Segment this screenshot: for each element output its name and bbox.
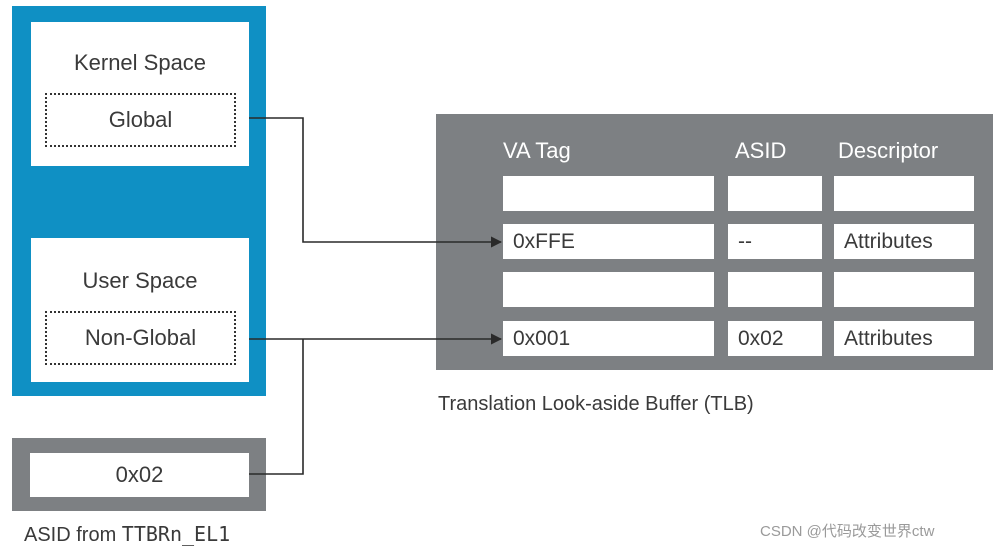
tlb-row-3-descriptor: Attributes [834, 321, 974, 356]
asid-register-value-box: 0x02 [30, 453, 249, 497]
tlb-header-va-tag: VA Tag [503, 138, 571, 163]
tlb-row-0-va-tag [503, 176, 714, 211]
asid-caption-register: TTBRn_EL1 [121, 522, 231, 546]
tlb-header-asid: ASID [735, 138, 787, 163]
asid-register-value: 0x02 [115, 462, 164, 487]
tlb-row-1-descriptor: Attributes [834, 224, 974, 259]
global-arrow [249, 117, 503, 248]
tlb-row-3-asid: 0x02 [728, 321, 822, 356]
kernel-space-title: Kernel Space [73, 50, 207, 75]
asid-register-line [249, 339, 304, 475]
user-space-title: User Space [82, 268, 198, 293]
tlb-row-1-asid: -- [728, 224, 822, 259]
tlb-row-2-descriptor [834, 272, 974, 307]
tlb-header-descriptor: Descriptor [838, 138, 939, 163]
watermark: CSDN @代码改变世界ctw [760, 523, 935, 540]
asid-caption-prefix: ASID from [24, 524, 122, 546]
global-tag: Global [45, 93, 236, 147]
tlb-row-0-descriptor [834, 176, 974, 211]
tlb-row-3-va-tag: 0x001 [503, 321, 714, 356]
tlb-row-2-va-tag [503, 272, 714, 307]
tlb-row-1-va-tag: 0xFFE [503, 224, 714, 259]
asid-register-caption: ASID from TTBRn_EL1 [24, 522, 230, 547]
tlb-row-2-asid [728, 272, 822, 307]
tlb-caption: Translation Look-aside Buffer (TLB) [438, 393, 754, 415]
non-global-tag: Non-Global [45, 311, 236, 365]
tlb-row-0-asid [728, 176, 822, 211]
